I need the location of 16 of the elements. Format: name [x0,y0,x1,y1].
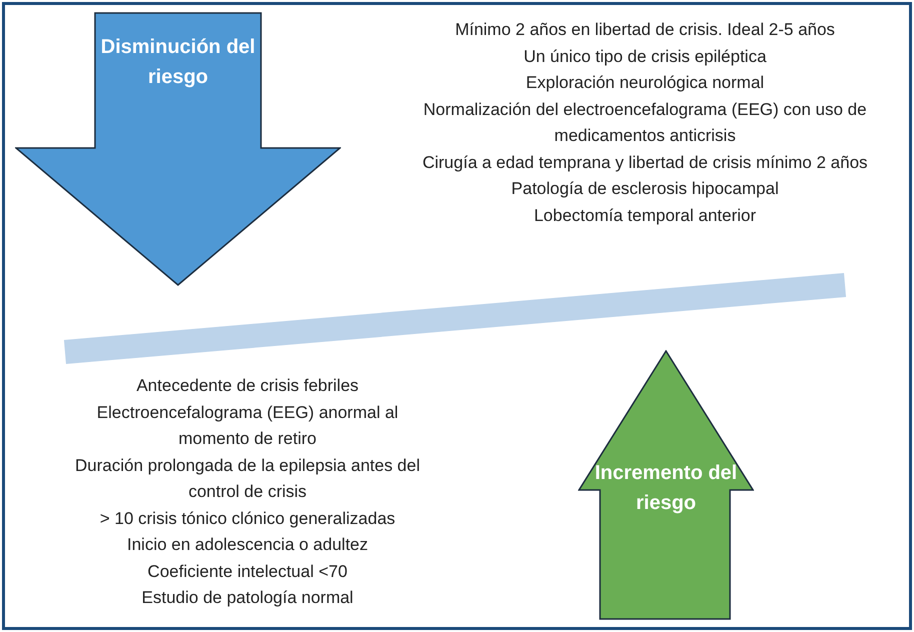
list-item: Antecedente de crisis febriles [135,375,360,397]
list-item: Mínimo 2 años en libertad de crisis. Ideal 2-5 años [454,19,836,41]
list-item: Un único tipo de crisis epiléptica [522,46,768,68]
list-item: Exploración neurológica normal [524,72,766,94]
list-item: Inicio en adolescencia o adultez [126,534,369,556]
arrow-label: Disminución del riesgo [100,35,256,90]
arrow-label: Incremento del riesgo [594,461,738,516]
list-item: Patología de esclerosis hipocampal [510,178,780,200]
list-item: Estudio de patología normal [140,587,354,609]
list-item: Cirugía a edad temprana y libertad de crisis mínimo 2 años [421,152,869,174]
list-item: Lobectomía temporal anterior [532,204,758,226]
list-item: Electroencefalograma (EEG) anormal al momento de retiro [96,402,400,450]
list-item: > 10 crisis tónico clónico generalizadas [98,508,396,530]
list-item: Normalización del electroencefalograma (EEG) con uso de medicamentos anticrisis [422,98,868,147]
list-item: Duración prolongada de la epilepsia antes del control de crisis [75,454,420,503]
list-item: Coeficiente intelectual <70 [146,560,348,582]
